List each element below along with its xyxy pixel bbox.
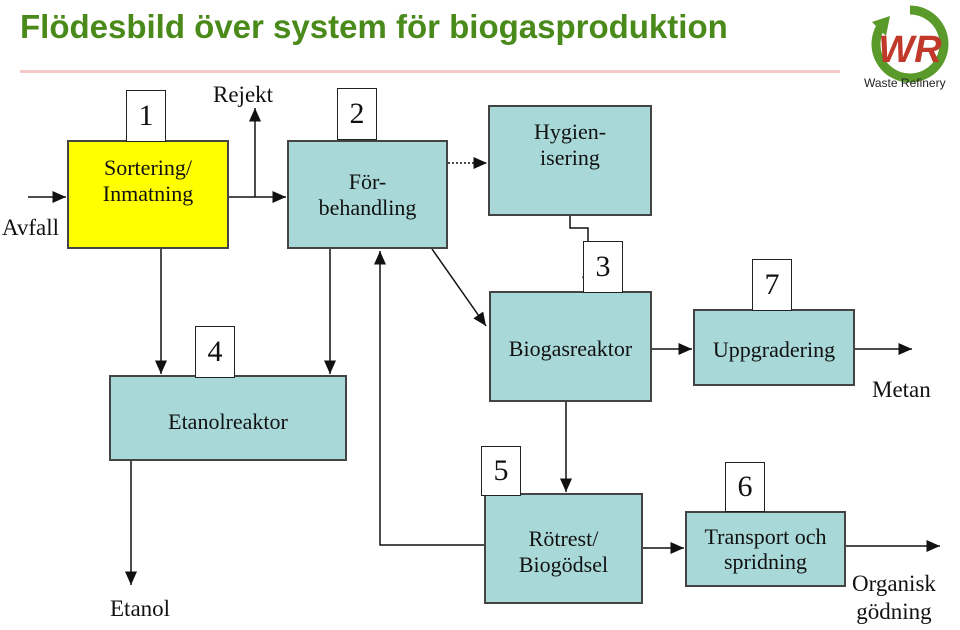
box-forbehandling-label: För- behandling (318, 169, 417, 220)
step-number-4: 4 (195, 326, 235, 378)
box-hygienisering-label: Hygien- isering (533, 119, 607, 170)
box-etanolreaktor: Etanolreaktor (109, 375, 347, 461)
arrow-forbehandling-biogas (431, 248, 487, 327)
svg-text:WR: WR (878, 29, 942, 71)
box-forbehandling: För- behandling (287, 140, 448, 249)
title-underline (20, 70, 840, 73)
step-number-2: 2 (337, 88, 377, 140)
label-etanol: Etanol (110, 596, 171, 621)
box-transport: Transport och spridning (685, 511, 846, 587)
step-number-3: 3 (583, 241, 623, 293)
box-hygienisering: Hygien- isering (488, 105, 652, 216)
box-biogasreaktor-label: Biogasreaktor (508, 335, 633, 361)
step-number-5: 5 (481, 446, 521, 496)
step-number-1: 1 (126, 90, 166, 142)
box-biogasreaktor: Biogasreaktor (489, 291, 652, 402)
step-number-7: 7 (752, 259, 792, 311)
waste-refinery-logo: WR (871, 5, 949, 83)
label-rejekt: Rejekt (213, 82, 274, 107)
arrow-rotrest-forbehandling (374, 251, 484, 546)
box-uppgradering-label: Uppgradering (712, 336, 836, 362)
label-metan: Metan (872, 377, 931, 402)
box-transport-label: Transport och spridning (704, 523, 827, 574)
box-sortering-label: Sortering/ Inmatning (102, 155, 194, 206)
box-rotrest: Rötrest/ Biogödsel (484, 493, 643, 604)
box-sortering: Sortering/ Inmatning (67, 140, 229, 249)
box-uppgradering: Uppgradering (693, 309, 855, 386)
step-number-6: 6 (725, 462, 765, 512)
label-organisk-godning: Organisk gödning (852, 571, 936, 624)
page-title: Flödesbild över system för biogasprodukt… (20, 8, 728, 45)
label-avfall: Avfall (2, 215, 60, 240)
box-rotrest-label: Rötrest/ Biogödsel (518, 526, 609, 577)
logo-text: Waste Refinery (864, 76, 946, 90)
box-etanolreaktor-label: Etanolreaktor (168, 409, 288, 435)
